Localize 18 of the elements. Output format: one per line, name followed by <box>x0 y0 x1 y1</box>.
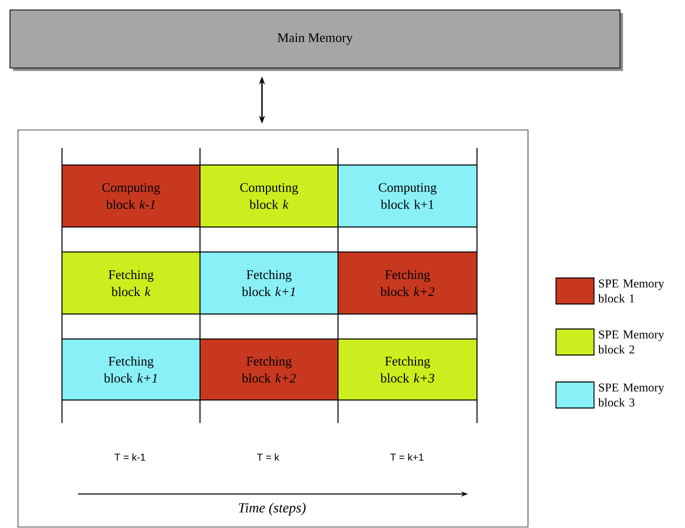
memory-block: Fetching block k+2 <box>200 338 338 400</box>
memory-block: Computing block k <box>200 164 338 228</box>
memory-block: Fetching block k+1 <box>200 252 338 314</box>
time-step-label: T = k <box>256 453 280 461</box>
memory-box: Main Memory <box>10 10 623 71</box>
time-step-label: T = k+1 <box>390 453 424 461</box>
memory-block: Fetching block k+3 <box>338 338 478 400</box>
axis-label: Time (steps) <box>238 502 306 516</box>
memory-block: Computing block k+1 <box>338 164 478 228</box>
memory-block: Fetching block k+1 <box>62 338 200 400</box>
legend-label: SPE Memory block 3 <box>598 383 664 407</box>
time-step-label: T = k-1 <box>114 453 146 461</box>
memory-block: Computing block k-1 <box>62 164 200 228</box>
legend-label: SPE Memory block 2 <box>598 330 664 354</box>
memory-block: Fetching block k <box>62 252 200 314</box>
frame-box <box>18 130 528 528</box>
memory-block: Fetching block k+2 <box>338 252 478 314</box>
legend-label: SPE Memory block 1 <box>598 279 664 303</box>
